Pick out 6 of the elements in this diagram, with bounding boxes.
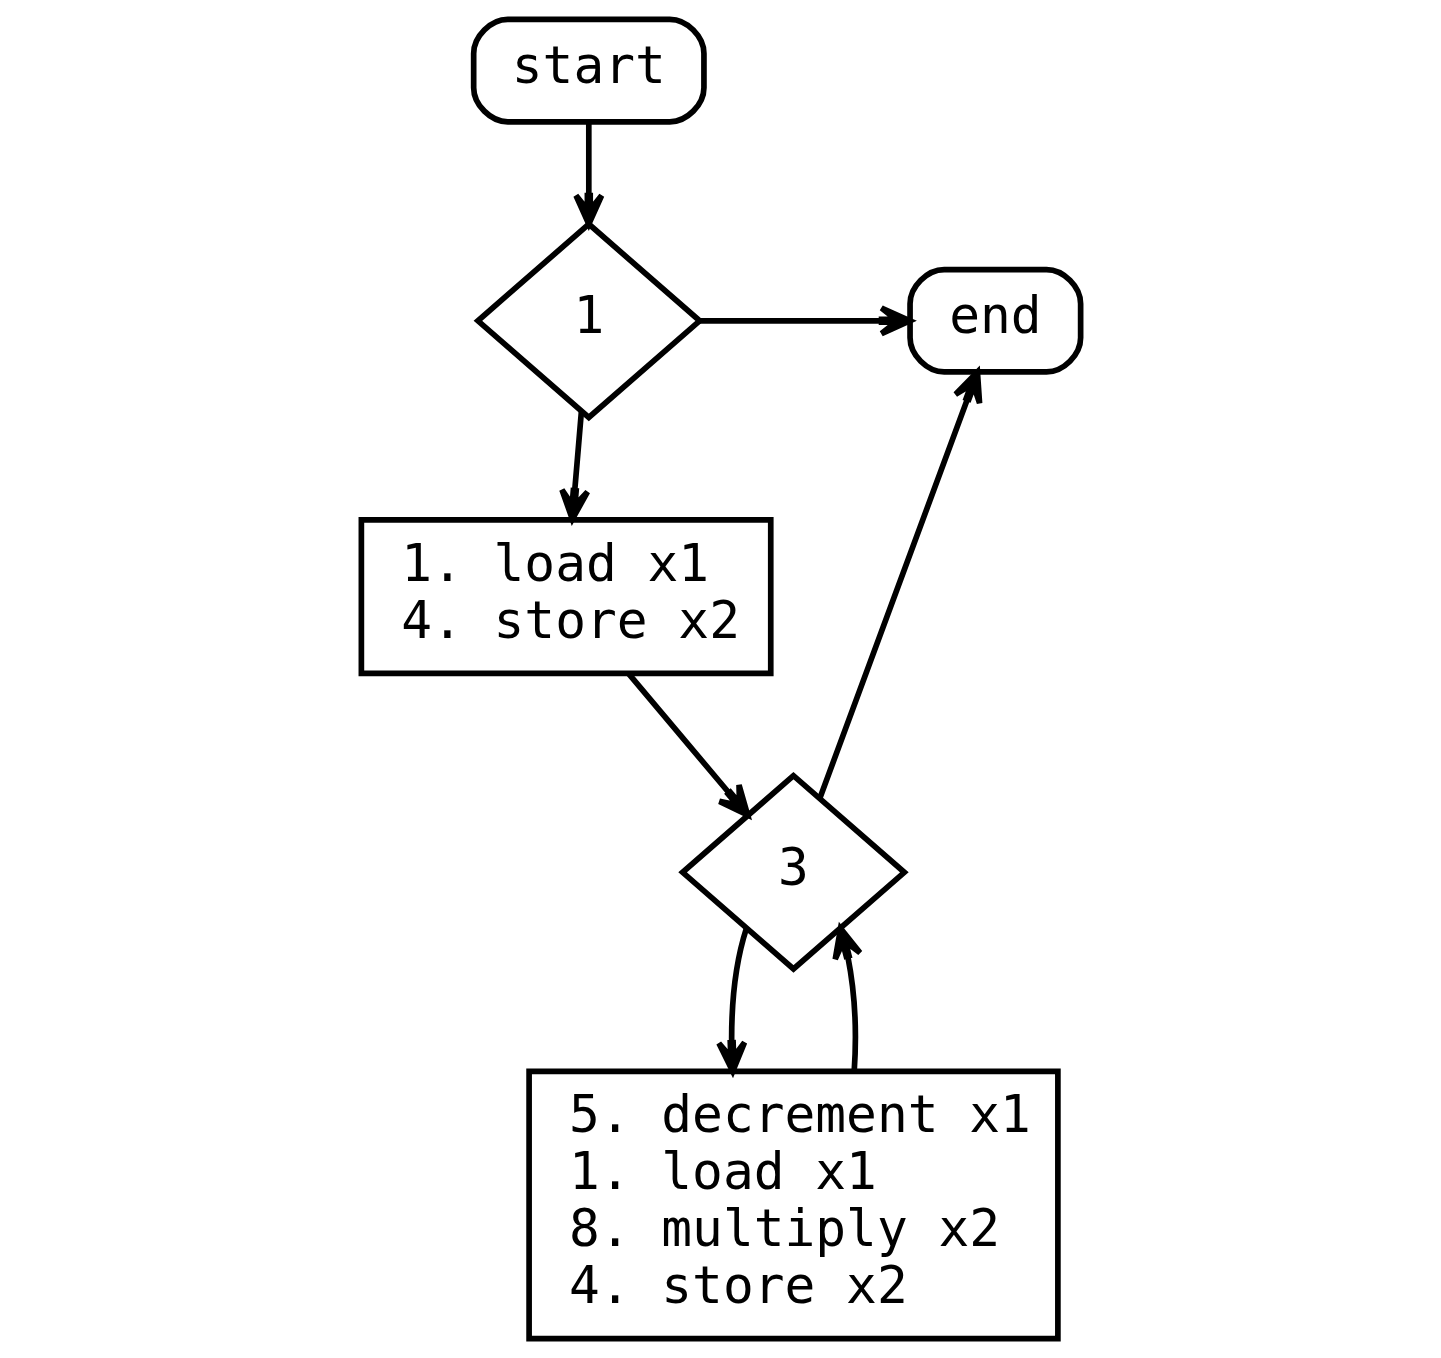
node-box: start [470,16,707,125]
node-box: 5. decrement x1 1. load x1 8. multiply x2 4. store x2 [525,1068,1061,1342]
node-box: 1. load x1 4. store x2 [358,516,774,677]
arrow [715,927,749,1075]
node-box: end [906,266,1083,375]
node-diamond: 3 [677,771,909,973]
